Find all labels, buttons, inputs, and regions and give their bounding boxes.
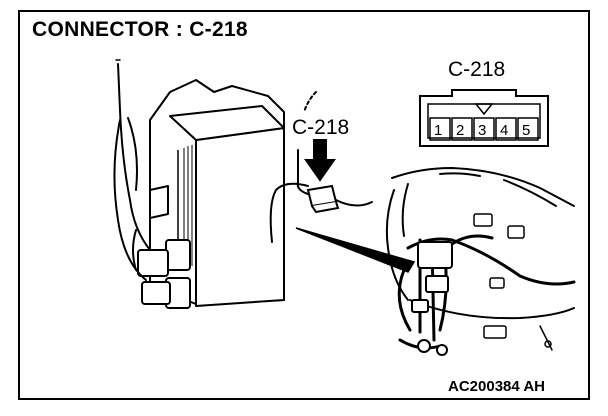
installed-connector-block [411,241,453,356]
callout-connector-plug [306,184,340,214]
connector-face-diagram [419,89,549,147]
connector-callout-label: C-218 [292,116,350,139]
control-unit-illustration [137,79,285,309]
pin-3-label: 3 [478,122,486,139]
location-leader-wedge [295,227,416,273]
callout-arrow [304,139,336,182]
connector-face-caption: C-218 [448,58,506,81]
pin-1-label: 1 [434,122,442,139]
control-unit-wiring [113,59,151,281]
callout-wiring [269,91,373,243]
pin-5-label: 5 [522,122,530,139]
connector-pin-numbers: 1 2 3 4 5 [434,122,530,139]
instrument-panel-illustration [385,167,575,351]
pin-4-label: 4 [500,122,508,139]
figure-code: AC200384 AH [448,378,545,395]
diagram-title: CONNECTOR : C-218 [32,18,248,41]
diagram-frame [18,10,590,400]
pin-2-label: 2 [456,122,464,139]
